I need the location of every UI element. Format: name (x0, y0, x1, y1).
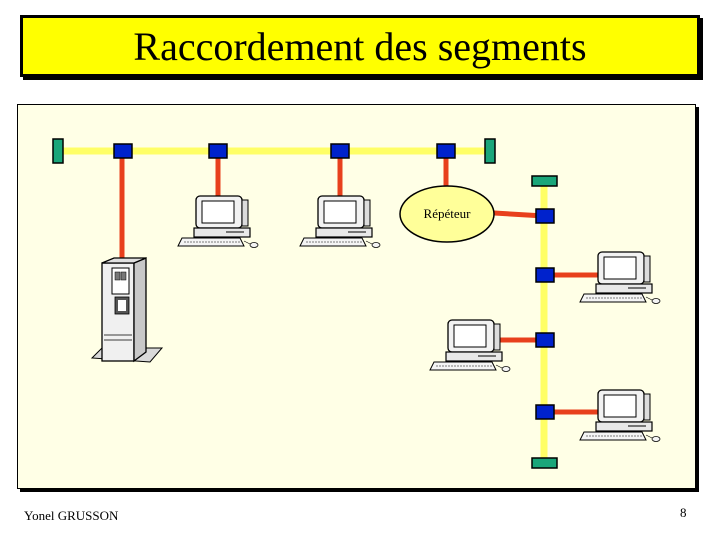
repeater-label: Répéteur (424, 206, 472, 221)
repeater (399, 185, 495, 243)
computer-icon (579, 251, 661, 305)
connector (535, 404, 555, 420)
connector (535, 208, 555, 224)
author-footer: Yonel GRUSSON (24, 508, 119, 523)
server-icon (90, 257, 164, 363)
terminator-left (52, 138, 64, 164)
terminator-top (531, 175, 558, 187)
title-banner: Raccordement des segments (20, 15, 700, 77)
page-number: 8 (680, 505, 687, 520)
connector (208, 143, 228, 159)
slide-title: Raccordement des segments (133, 23, 587, 69)
computer-icon (579, 389, 661, 443)
connector (436, 143, 456, 159)
connector (535, 267, 555, 283)
connector (330, 143, 350, 159)
connector (535, 332, 555, 348)
terminator-bottom (531, 457, 558, 469)
computer-icon (177, 195, 259, 249)
computer-icon (429, 319, 511, 373)
terminator-right (484, 138, 496, 164)
computer-icon (299, 195, 381, 249)
connector (113, 143, 133, 159)
